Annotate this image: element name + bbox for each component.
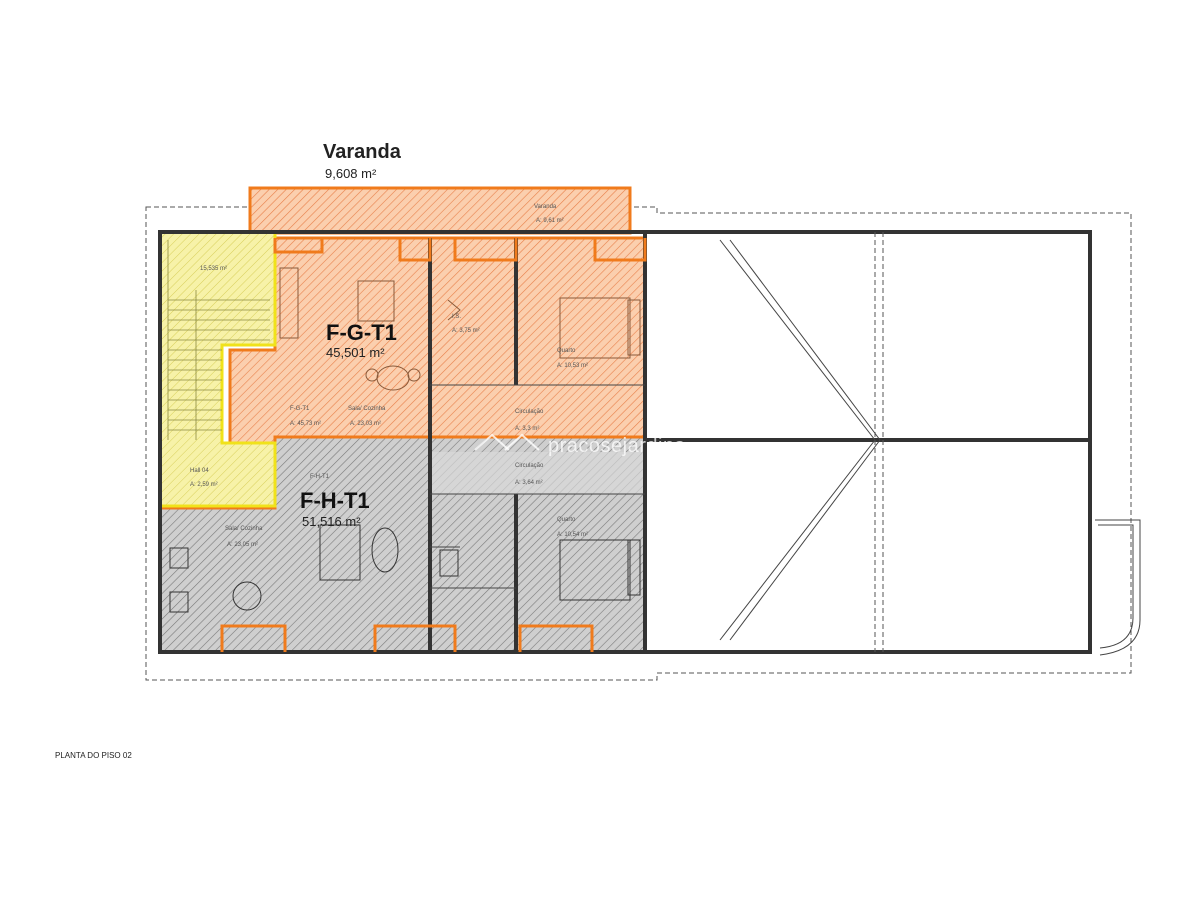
unit-g-sala-label: Sala/ Cozinha bbox=[348, 406, 386, 412]
unit-g-circ-label: Circulação bbox=[515, 409, 544, 415]
hall-label: Hall 04 bbox=[190, 468, 209, 474]
furniture-unit-g bbox=[279, 267, 641, 391]
unit-g-quarto-label: Quarto bbox=[557, 348, 576, 354]
plan-footer: PLANTA DO PISO 02 bbox=[55, 751, 132, 760]
varanda-labels: Varanda 9,608 m² Varanda A: 9,61 m² bbox=[323, 141, 564, 224]
varanda-title: Varanda bbox=[323, 141, 402, 163]
walls bbox=[158, 230, 1092, 654]
unit-h-sala-label: Sala/ Cozinha bbox=[225, 526, 263, 532]
unit-h-area: 51,516 m² bbox=[302, 514, 361, 529]
unit-g-sala-area: A: 23,03 m² bbox=[350, 421, 381, 427]
unit-g-labels: F-G-T1 45,501 m² F-G-T1 A: 45,73 m² Sala… bbox=[290, 314, 588, 432]
varanda-balcony bbox=[248, 186, 632, 235]
right-units bbox=[719, 232, 1141, 656]
unit-g-wc-label: I.S. bbox=[452, 314, 461, 320]
unit-h-circ-label: Circulação bbox=[515, 463, 544, 469]
watermark: pracosejardins bbox=[474, 433, 685, 457]
unit-f-h-t1 bbox=[158, 435, 647, 654]
unit-g-title: F-G-T1 bbox=[326, 320, 397, 345]
stair-labels: 15,535 m² Hall 04 A: 2,59 m² bbox=[190, 266, 227, 488]
unit-h-labels: F-H-T1 51,516 m² F-H-T1 Sala/ Cozinha A:… bbox=[225, 463, 588, 548]
unit-g-wc-area: A: 3,75 m² bbox=[452, 328, 480, 334]
furniture-unit-h bbox=[169, 524, 641, 613]
unit-g-circ-area: A: 3,3 m² bbox=[515, 426, 539, 432]
unit-g-code: F-G-T1 bbox=[290, 406, 310, 412]
unit-h-quarto-area: A: 10,54 m² bbox=[557, 532, 588, 538]
unit-h-quarto-label: Quarto bbox=[557, 517, 576, 523]
window-notches bbox=[220, 238, 647, 652]
stair-area: 15,535 m² bbox=[200, 266, 227, 272]
unit-h-code: F-H-T1 bbox=[310, 474, 330, 480]
varanda-inner-area: A: 9,61 m² bbox=[536, 218, 564, 224]
varanda-area: 9,608 m² bbox=[325, 166, 377, 181]
watermark-text: pracosejardins bbox=[548, 435, 685, 457]
unit-h-circ-area: A: 3,64 m² bbox=[515, 480, 543, 486]
varanda-inner-label: Varanda bbox=[534, 204, 557, 210]
stair-core bbox=[158, 230, 277, 508]
unit-g-code-area: A: 45,73 m² bbox=[290, 421, 321, 427]
unit-f-g-t1 bbox=[228, 236, 647, 445]
unit-h-title: F-H-T1 bbox=[300, 488, 370, 513]
building-outline bbox=[145, 206, 1132, 681]
unit-g-quarto-area: A: 10,53 m² bbox=[557, 363, 588, 369]
hall-area: A: 2,59 m² bbox=[190, 482, 218, 488]
unit-h-sala-area: A: 23,05 m² bbox=[227, 542, 258, 548]
unit-g-area: 45,501 m² bbox=[326, 345, 385, 360]
